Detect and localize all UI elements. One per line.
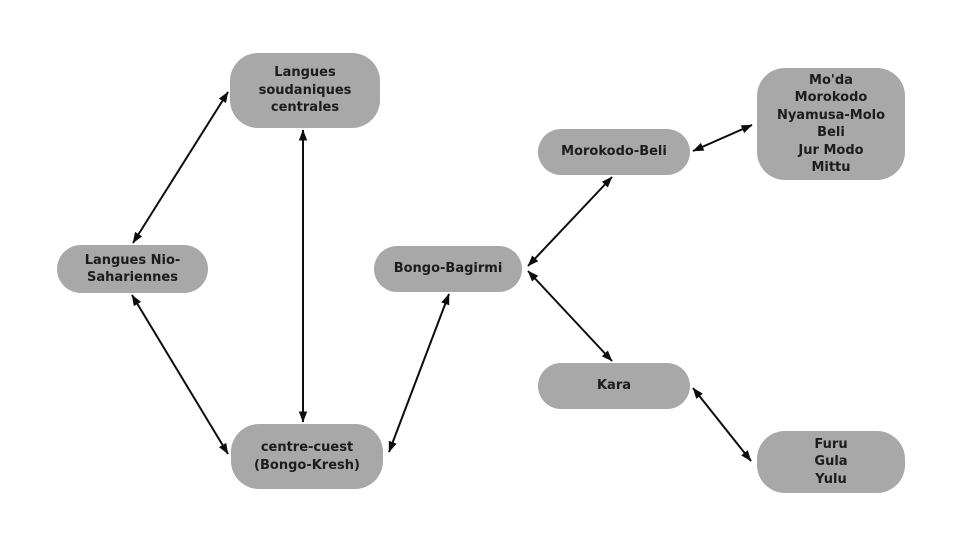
node-label-line: (Bongo-Kresh)	[254, 457, 360, 473]
node-label-line: Langues	[274, 65, 336, 81]
node-label-line: Nyamusa-Molo	[776, 107, 886, 123]
edge-bongo-bagirmi--centre-cuest-bongo-kresh	[388, 293, 450, 453]
node-kara: Kara	[538, 363, 690, 409]
edge-bongo-bagirmi--kara	[527, 270, 613, 362]
node-centre-cuest-bongo-kresh: centre-cuest (Bongo-Kresh)	[231, 424, 383, 489]
node-label-line: Kara	[596, 378, 632, 394]
node-label-line: soudaniques	[258, 82, 352, 98]
node-label-line: Furu	[814, 436, 848, 452]
node-label-line: Mittu	[811, 160, 851, 175]
node-label-line: centrales	[270, 100, 340, 116]
edge-langues-nio-sahariennes--centre-cuest-bongo-kresh	[131, 294, 229, 455]
node-label-line: Yulu	[815, 471, 847, 487]
edge-langues-nio-sahariennes--langues-soudaniques-centrales	[132, 91, 229, 244]
node-label-line: centre-cuest	[260, 440, 354, 455]
edge-kara--furu-gula-yulu	[692, 387, 752, 462]
node-bongo-bagirmi: Bongo-Bagirmi	[374, 246, 522, 292]
node-label-line: Mo'da	[809, 72, 853, 88]
node-label-line: Morokodo	[794, 90, 868, 105]
node-label-line: Sahariennes	[87, 270, 178, 285]
node-label-line: Bongo-Bagirmi	[393, 261, 503, 277]
node-label-line: Beli	[817, 125, 845, 140]
node-label-line: Morokodo-Beli	[561, 144, 667, 160]
edge-bongo-bagirmi--morokodo-beli	[527, 176, 613, 267]
node-label-line: Langues Nio-	[84, 252, 181, 268]
node-langues-nio-sahariennes: Langues Nio- Sahariennes	[57, 245, 208, 293]
node-label-line: Jur Modo	[798, 142, 864, 158]
node-label-line: Gula	[814, 454, 848, 470]
node-morokodo-beli: Morokodo-Beli	[538, 129, 690, 175]
edge-morokodo-beli--moda-group	[692, 124, 753, 152]
